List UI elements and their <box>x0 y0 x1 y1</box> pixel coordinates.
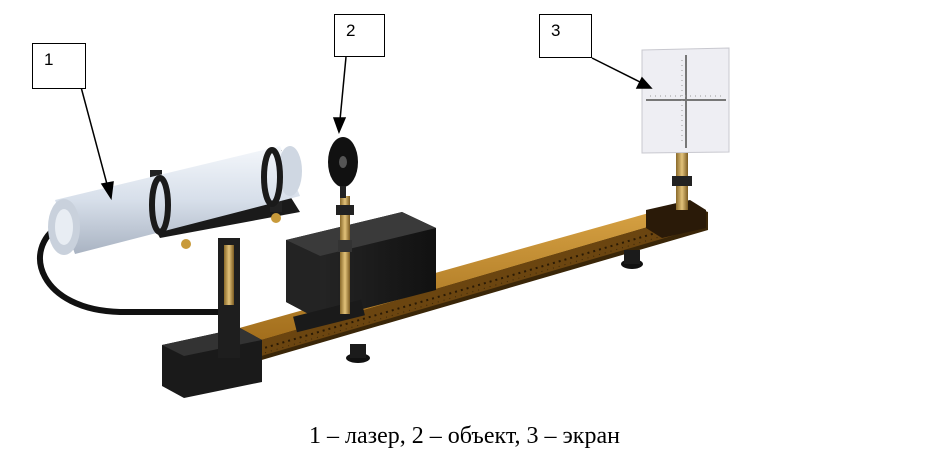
callout-3-number: 3 <box>551 21 561 40</box>
callout-3-box: 3 <box>539 14 592 58</box>
figure-caption: 1 – лазер, 2 – объект, 3 – экран <box>309 423 620 449</box>
callout-1-box: 1 <box>32 43 86 89</box>
callout-arrows <box>80 56 653 201</box>
object-holder <box>293 137 365 333</box>
detector-box <box>286 212 436 320</box>
callout-2-arrow <box>339 56 347 121</box>
callout-2-number: 2 <box>346 21 356 40</box>
callout-3-arrow <box>591 57 643 84</box>
callout-1-number: 1 <box>44 50 54 69</box>
callout-2-box: 2 <box>334 14 385 57</box>
callout-1-arrow <box>80 86 109 189</box>
laser <box>37 146 302 358</box>
screen <box>641 47 730 210</box>
